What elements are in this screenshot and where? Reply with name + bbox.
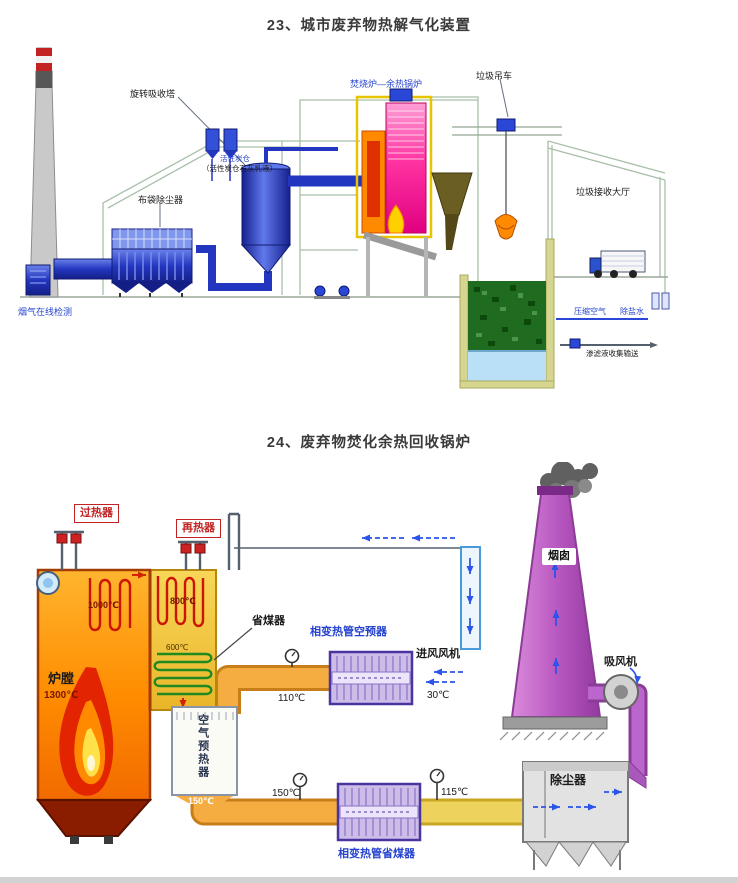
- superheater-coils: [88, 576, 205, 632]
- air-preheater-box: [171, 706, 238, 796]
- figure1-title: 23、城市废弃物热解气化装置: [266, 18, 472, 34]
- pc-economizer-box: [336, 782, 422, 842]
- building-frames: [102, 96, 666, 295]
- label-pc-economizer: 相变热管省煤器: [338, 848, 415, 860]
- garbage-crane: [494, 118, 518, 240]
- label-bag-filter: 布袋除尘器: [138, 195, 184, 205]
- pumps: [314, 285, 350, 299]
- label-dust-collector: 除尘器: [550, 773, 587, 787]
- figure1-pyrolysis-gasification-diagram: 旋转吸收塔 活性炭仓 （活性炭仓石灰乳液） 布袋除尘器 焚烧炉—余热锅炉 垃圾吊…: [0, 45, 738, 397]
- temp-ambient-air: 30℃: [427, 690, 450, 701]
- figure2-title: 24、废弃物焚化余热回收锅炉: [266, 435, 472, 451]
- temp-gas-ap-outlet: 150℃: [188, 796, 214, 806]
- temp-gas-pc-outlet: 115℃: [441, 787, 469, 798]
- rotary-absorption-tower: [196, 147, 338, 291]
- label-carbon-lime-note: （活性炭仓石灰乳液）: [202, 164, 277, 173]
- label-demineralized-water: 除盐水: [620, 307, 644, 316]
- label-compressed-air: 压缩空气: [574, 307, 606, 316]
- pressure-gauges: [284, 648, 445, 800]
- temp-air-out: 110℃: [278, 693, 306, 704]
- economizer-coils: [153, 652, 213, 696]
- figure2-waste-heat-boiler-diagram: 过热器 再热器 炉膛 1300℃ 1000℃ 800℃ 600℃ 省煤器 空气预…: [0, 462, 738, 883]
- main-flue-duct: [53, 258, 115, 280]
- inlet-air-arrows: [426, 668, 463, 686]
- label-inlet-fan: 进风风机: [416, 648, 460, 660]
- label-activated-carbon-bin: 活性炭仓: [220, 154, 250, 163]
- label-superheater: 过热器: [74, 504, 119, 523]
- temp-second-pass: 800℃: [170, 596, 196, 606]
- pressure-gauge-2: [292, 772, 308, 800]
- label-chimney: 烟囱: [542, 548, 576, 565]
- label-incinerator-boiler: 焚烧炉—余热锅炉: [350, 79, 423, 89]
- chimney-stack: [29, 47, 59, 298]
- flue-gas-monitor: [25, 264, 51, 296]
- furnace-flame: [59, 667, 114, 796]
- label-reheater: 再热器: [176, 519, 221, 538]
- boiler-diagram-art: [35, 462, 648, 870]
- temp-economizer-inlet: 600℃: [166, 643, 189, 652]
- label-economizer: 省煤器: [252, 615, 285, 627]
- dust-collector-box-art: [522, 761, 629, 870]
- label-leachate-transport: 渗滤液收集输送: [586, 349, 639, 358]
- ground-lines: [20, 276, 668, 298]
- label-receiving-hall: 垃圾接收大厅: [576, 187, 631, 197]
- economizer-leader: [213, 627, 253, 661]
- dump-truck: [589, 250, 646, 278]
- label-furnace: 炉膛: [48, 671, 75, 686]
- waste-feed-hopper: [431, 172, 473, 250]
- incinerator-boiler: [355, 88, 438, 297]
- reagent-silos: [205, 128, 238, 181]
- bag-filter: [111, 228, 193, 297]
- page-bottom-strip: [0, 877, 738, 883]
- temp-gas-pc-inlet: 150℃: [272, 788, 300, 799]
- steam-headers: [56, 533, 206, 554]
- air-intake-duct: [460, 546, 481, 650]
- chimney: [499, 486, 608, 741]
- label-garbage-crane: 垃圾吊车: [476, 71, 513, 81]
- pyrolysis-plant-art: [20, 47, 670, 389]
- induced-draft-fan: [603, 667, 642, 710]
- label-flue-gas-monitoring: 烟气在线检测: [18, 307, 73, 317]
- utility-piping: [556, 292, 670, 349]
- temp-furnace: 1300℃: [44, 690, 79, 701]
- label-air-preheater: 空气预热器: [196, 714, 209, 779]
- flue-gas-duct-bottom: [174, 792, 525, 826]
- temp-furnace-upper: 1000℃: [88, 600, 119, 610]
- label-induced-fan: 吸风机: [604, 656, 637, 668]
- label-rotary-absorber: 旋转吸收塔: [130, 89, 176, 99]
- pc-air-preheater-box: [328, 650, 414, 706]
- label-pc-air-preheater: 相变热管空预器: [310, 626, 387, 638]
- waste-pit: [459, 238, 555, 389]
- hot-air-duct: [215, 665, 334, 714]
- pressure-gauge-3: [429, 768, 445, 800]
- pressure-gauge-1: [284, 648, 300, 667]
